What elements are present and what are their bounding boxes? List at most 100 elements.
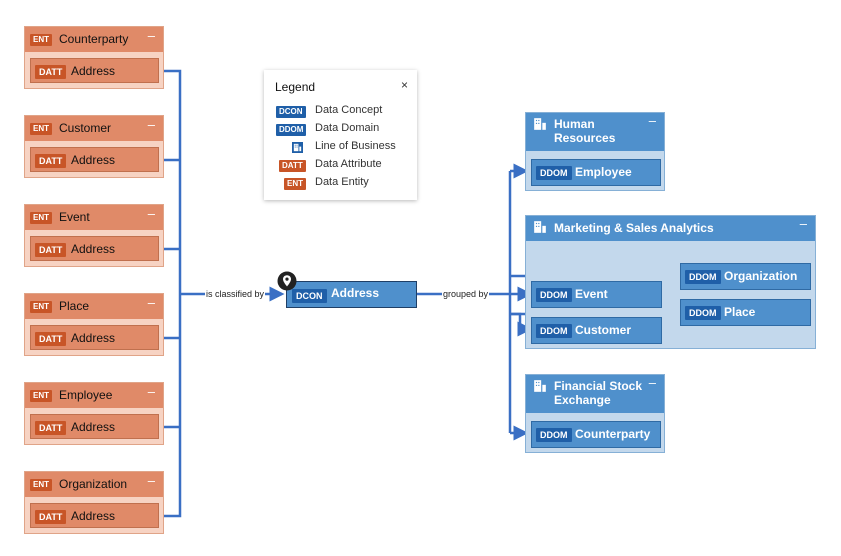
entity-badge: ENT	[30, 390, 52, 402]
legend-item-data-entity: ENT Data Entity	[264, 175, 417, 191]
domain-label: Event	[575, 287, 608, 301]
attribute-node[interactable]: DATT Address	[30, 503, 159, 528]
entity-title: Counterparty	[59, 32, 129, 46]
group-title-line2: Resources	[554, 131, 616, 145]
concept-label: Address	[331, 286, 380, 300]
attribute-node[interactable]: DATT Address	[30, 414, 159, 439]
legend-badge: ENT	[284, 178, 306, 190]
domain-label: Organization	[724, 269, 798, 283]
domain-badge: DDOM	[685, 306, 721, 320]
minimize-button[interactable]: –	[648, 113, 656, 128]
minimize-button[interactable]: –	[147, 117, 155, 132]
map-pin-icon[interactable]	[277, 271, 297, 291]
entity-counterparty[interactable]: ENT Counterparty – DATT Address	[24, 26, 164, 89]
group-title-line2: Exchange	[554, 393, 611, 407]
domain-badge: DDOM	[685, 270, 721, 284]
domain-node-event[interactable]: DDOM Event	[531, 281, 662, 308]
entity-event[interactable]: ENT Event – DATT Address	[24, 204, 164, 267]
domain-badge: DDOM	[536, 324, 572, 338]
entity-header: ENT Counterparty –	[25, 27, 163, 52]
legend-title: Legend	[275, 80, 316, 94]
legend-label: Data Attribute	[315, 158, 382, 170]
minimize-button[interactable]: –	[147, 206, 155, 221]
attribute-node[interactable]: DATT Address	[30, 236, 159, 261]
edge-label-classified: is classified by	[205, 289, 266, 299]
building-icon	[534, 118, 546, 130]
domain-node-place[interactable]: DDOM Place	[680, 299, 811, 326]
entity-header: ENT Customer –	[25, 116, 163, 141]
legend-item-data-concept: DCON Data Concept	[264, 103, 417, 119]
minimize-button[interactable]: –	[648, 375, 656, 390]
legend-item-data-attribute: DATT Data Attribute	[264, 157, 417, 173]
attribute-label: Address	[71, 64, 116, 78]
minimize-button[interactable]: –	[147, 473, 155, 488]
entity-header: ENT Organization –	[25, 472, 163, 497]
concept-node-address[interactable]: DCON Address	[286, 281, 417, 308]
domain-node-counterparty[interactable]: DDOM Counterparty	[531, 421, 661, 448]
legend-label: Line of Business	[315, 140, 396, 152]
group-title: Marketing & Sales Analytics	[554, 221, 714, 235]
domain-label: Customer	[575, 323, 632, 337]
domain-badge: DDOM	[536, 428, 572, 442]
attribute-node[interactable]: DATT Address	[30, 147, 159, 172]
group-human-resources[interactable]: Human Resources – DDOM Employee	[525, 112, 665, 191]
legend-item-line-of-business: Line of Business	[264, 139, 417, 155]
group-header: Financial Stock Exchange –	[526, 375, 664, 413]
entity-customer[interactable]: ENT Customer – DATT Address	[24, 115, 164, 178]
domain-label: Counterparty	[575, 427, 651, 441]
entity-employee[interactable]: ENT Employee – DATT Address	[24, 382, 164, 445]
entity-badge: ENT	[30, 123, 52, 135]
group-header: Marketing & Sales Analytics –	[526, 216, 815, 241]
group-title-line1: Human	[554, 117, 595, 131]
entity-title: Employee	[59, 388, 113, 402]
edge-counterparty	[160, 69, 182, 294]
entity-place[interactable]: ENT Place – DATT Address	[24, 293, 164, 356]
legend-badge: DCON	[276, 106, 306, 118]
entity-organization[interactable]: ENT Organization – DATT Address	[24, 471, 164, 534]
legend-panel: Legend × DCON Data Concept DDOM Data Dom…	[264, 70, 417, 200]
attribute-node[interactable]: DATT Address	[30, 58, 159, 83]
legend-label: Data Concept	[315, 104, 383, 116]
concept-badge: DCON	[292, 289, 327, 303]
building-icon	[292, 142, 303, 153]
domain-badge: DDOM	[536, 288, 572, 302]
group-title: Financial Stock Exchange	[554, 379, 642, 407]
entity-header: ENT Place –	[25, 294, 163, 319]
entity-header: ENT Event –	[25, 205, 163, 230]
attribute-label: Address	[71, 509, 116, 523]
group-title: Human Resources	[554, 117, 615, 145]
entity-badge: ENT	[30, 479, 52, 491]
entity-title: Organization	[59, 477, 128, 491]
group-marketing-sales-analytics[interactable]: Marketing & Sales Analytics – DDOM Organ…	[525, 215, 816, 349]
legend-label: Data Domain	[315, 122, 380, 134]
entity-header: ENT Employee –	[25, 383, 163, 408]
attribute-badge: DATT	[35, 510, 67, 524]
group-financial-stock-exchange[interactable]: Financial Stock Exchange – DDOM Counterp…	[525, 374, 665, 453]
attribute-node[interactable]: DATT Address	[30, 325, 159, 350]
domain-node-employee[interactable]: DDOM Employee	[531, 159, 661, 186]
building-icon	[534, 221, 546, 233]
attribute-label: Address	[71, 153, 116, 167]
group-header: Human Resources –	[526, 113, 664, 151]
legend-badge: DDOM	[276, 124, 307, 136]
minimize-button[interactable]: –	[799, 216, 807, 231]
entity-title: Customer	[59, 121, 112, 135]
minimize-button[interactable]: –	[147, 295, 155, 310]
legend-badge: DATT	[279, 160, 306, 172]
domain-node-organization[interactable]: DDOM Organization	[680, 263, 811, 290]
legend-item-data-domain: DDOM Data Domain	[264, 121, 417, 137]
edge-label-grouped: grouped by	[442, 289, 490, 299]
entity-title: Place	[59, 299, 90, 313]
domain-label: Employee	[575, 165, 632, 179]
entity-badge: ENT	[30, 34, 52, 46]
minimize-button[interactable]: –	[147, 384, 155, 399]
domain-node-customer[interactable]: DDOM Customer	[531, 317, 662, 344]
group-title-line1: Financial Stock	[554, 379, 643, 393]
entity-title: Event	[59, 210, 90, 224]
attribute-label: Address	[71, 420, 116, 434]
attribute-label: Address	[71, 331, 116, 345]
minimize-button[interactable]: –	[147, 28, 155, 43]
attribute-badge: DATT	[35, 421, 67, 435]
legend-close-button[interactable]: ×	[400, 78, 408, 92]
attribute-badge: DATT	[35, 65, 67, 79]
